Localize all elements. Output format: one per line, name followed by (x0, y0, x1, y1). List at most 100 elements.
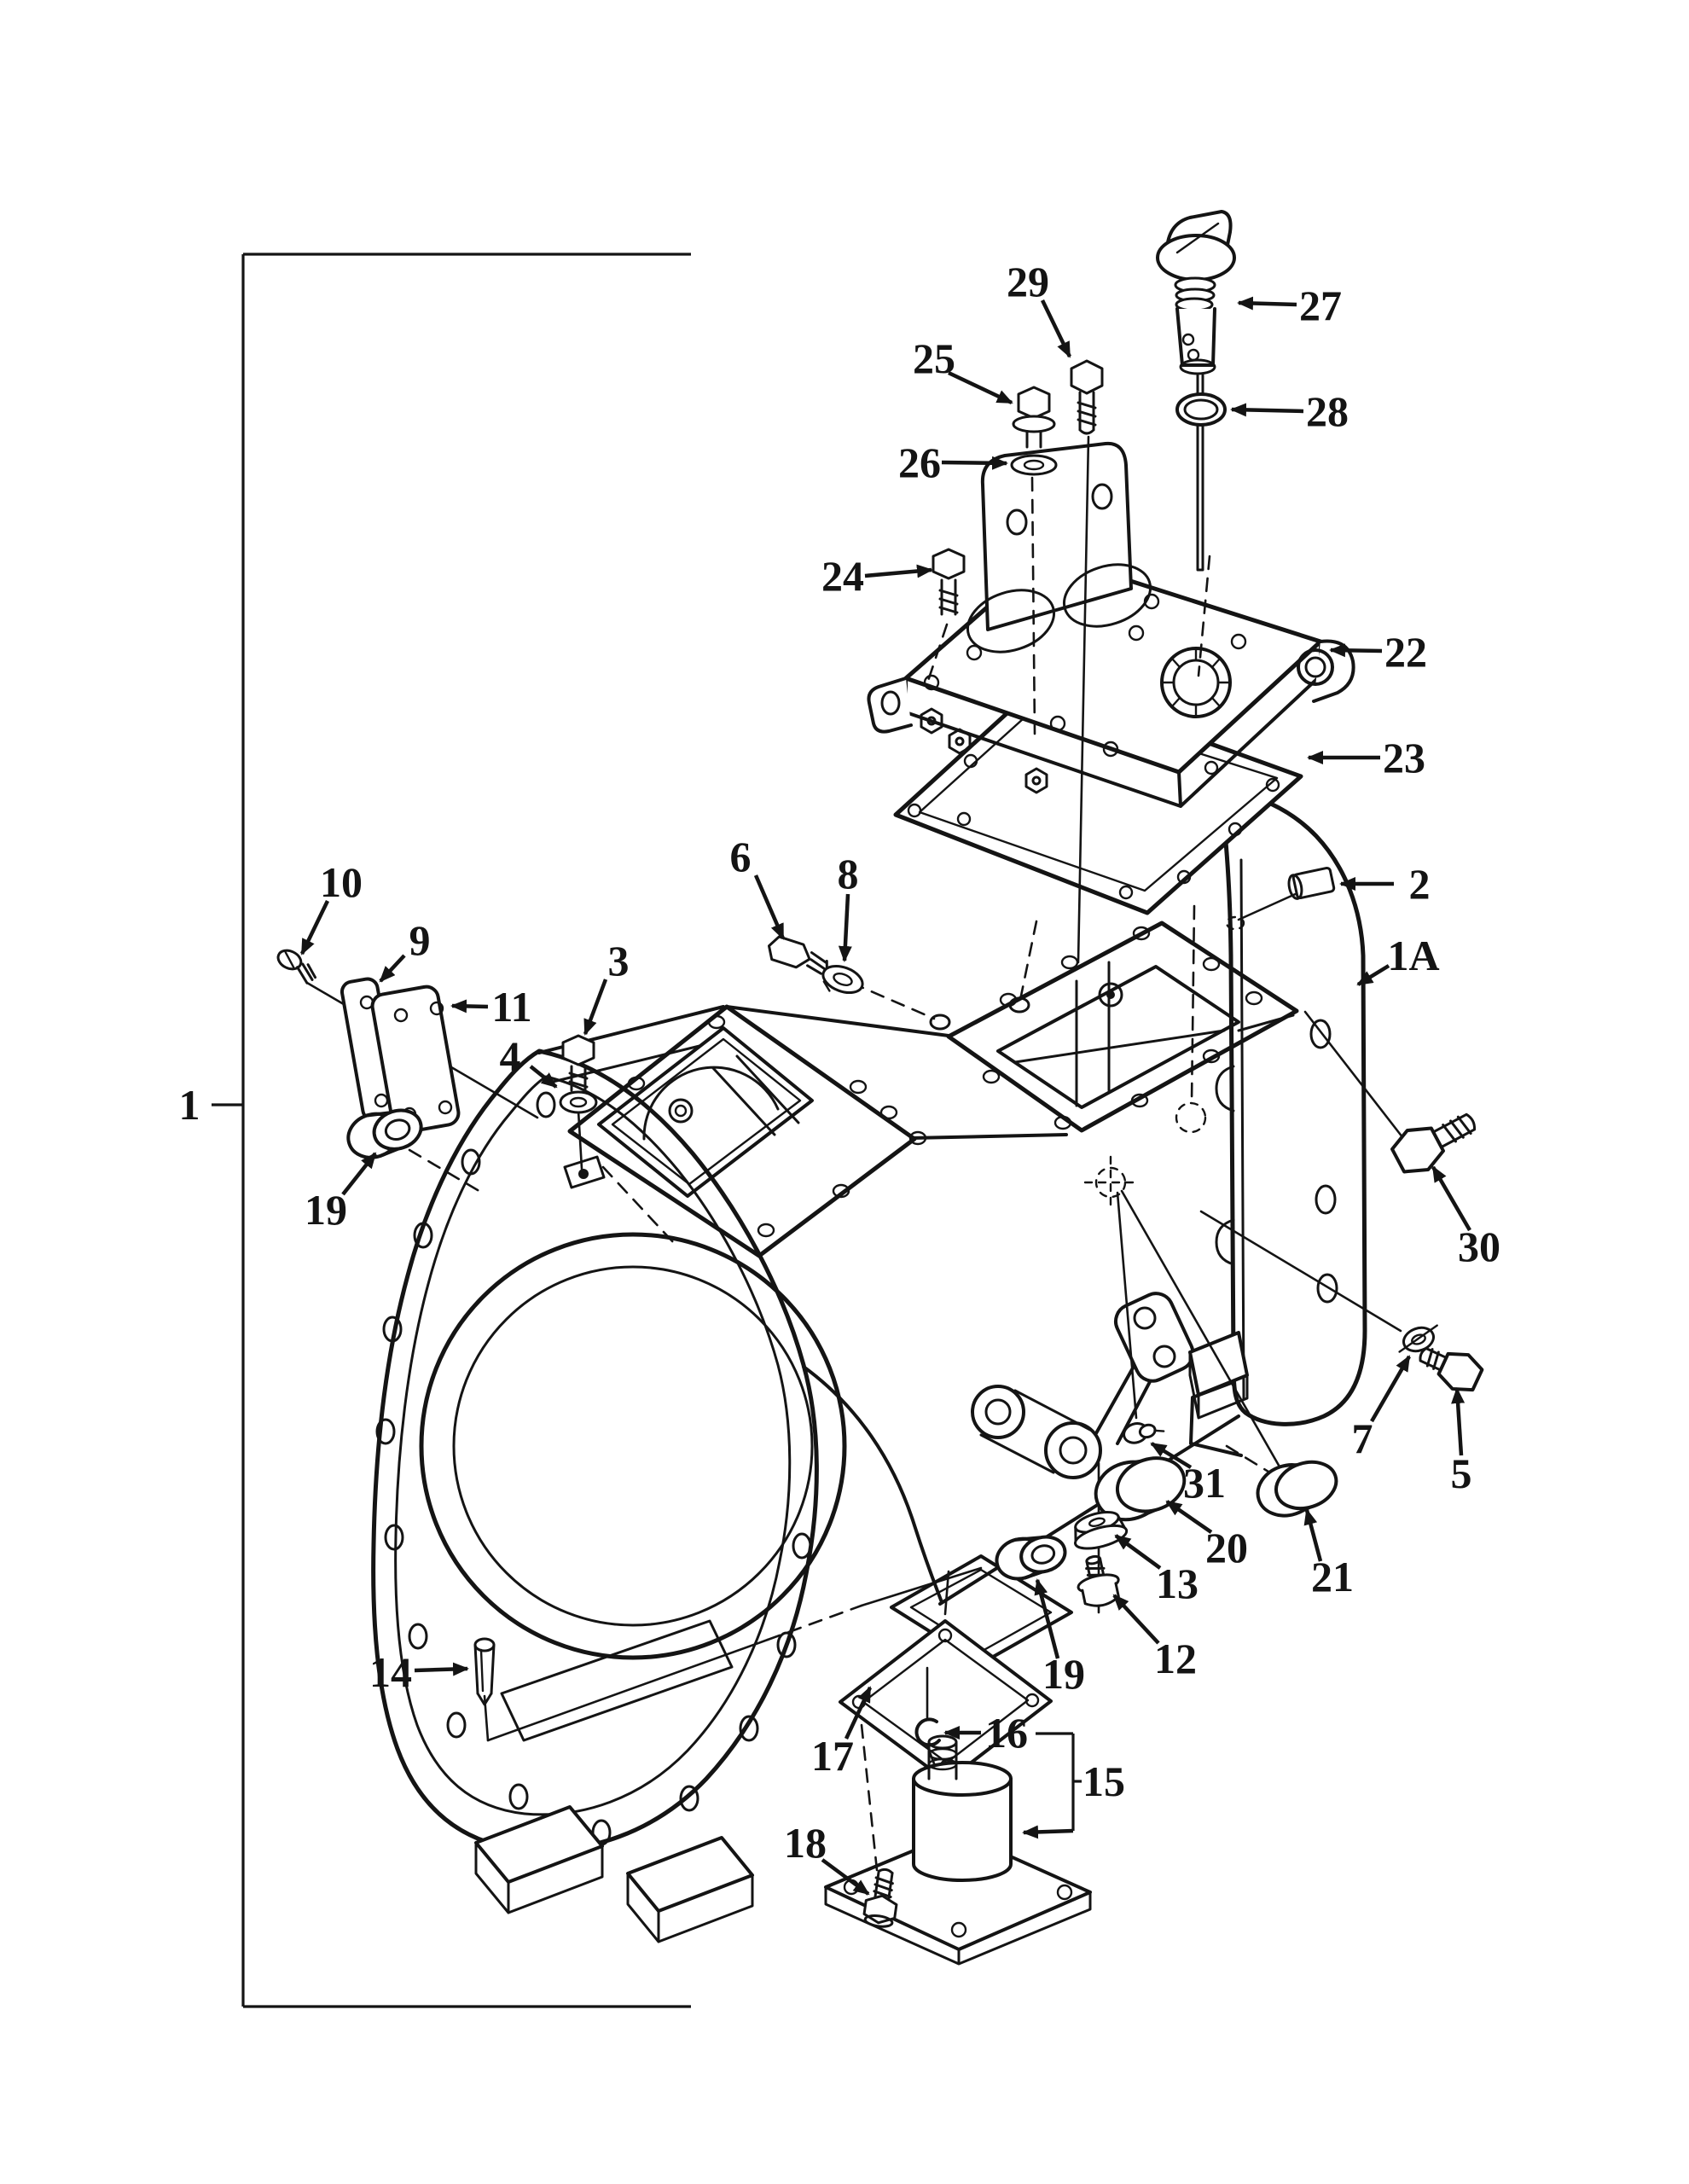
pin-2 (1287, 866, 1336, 900)
callout-6-plug: 6 (730, 833, 786, 940)
callout-12-drain-plug: 12 (1112, 1594, 1197, 1682)
callout-8-washer: 8 (838, 850, 859, 962)
callout-9-leader (379, 954, 406, 983)
bolt-3 (561, 1034, 595, 1092)
screw-31 (1123, 1422, 1165, 1444)
callout-14-leader (414, 1662, 469, 1676)
callout-10-leader (299, 900, 330, 956)
callout-label-29: 29 (1007, 258, 1049, 305)
callout-1A-leader (1356, 964, 1390, 986)
callout-17-gasket: 17 (811, 1686, 873, 1780)
rear-opening (946, 921, 1299, 1133)
callout-1-housing-assembly-bracket: 1 (179, 253, 691, 2008)
callout-9-cover-plate: 9 (379, 916, 431, 983)
callout-24-bolt: 24 (821, 552, 933, 600)
bolt-29 (1070, 359, 1104, 435)
callout-1A-case-end-flange: 1A (1356, 932, 1440, 986)
callout-25-plug: 25 (913, 334, 1013, 405)
callout-2-dowel-pin: 2 (1339, 860, 1431, 908)
callout-label-7: 7 (1352, 1414, 1373, 1462)
callout-26-washer: 26 (898, 439, 1008, 486)
callout-label-27: 27 (1299, 282, 1342, 329)
callout-label-13: 13 (1156, 1560, 1199, 1607)
case-front-details (563, 996, 1249, 1665)
callout-18-leader (821, 1858, 870, 1896)
callout-8-leader (838, 893, 852, 962)
callout-22-leader (1329, 643, 1383, 658)
bell-flange-holes (375, 1091, 812, 1846)
callout-label-31: 31 (1183, 1459, 1226, 1507)
bolt-24 (932, 548, 966, 616)
axis-lines (305, 435, 1408, 1872)
dipstick-27 (1156, 210, 1236, 572)
callout-7-leader (1370, 1355, 1411, 1423)
cover-nuts (920, 707, 1048, 794)
callout-label-18: 18 (784, 1819, 827, 1867)
plug-6 (767, 935, 828, 975)
callout-7-lock-washer: 7 (1352, 1355, 1411, 1462)
callout-5-leader (1451, 1387, 1466, 1456)
callout-14-dowel-pin: 14 (369, 1648, 469, 1696)
callout-11-leader (450, 999, 489, 1014)
callout-19-leader (1034, 1578, 1060, 1659)
pin-14 (473, 1637, 496, 1706)
callout-17-leader (844, 1686, 873, 1740)
callout-6-leader (753, 874, 786, 940)
callout-21-cup-plug: 21 (1303, 1508, 1354, 1600)
callout-label-15: 15 (1082, 1757, 1125, 1805)
callout-13-leader (1114, 1534, 1162, 1570)
callout-20-leader (1165, 1500, 1213, 1534)
bell-housing (371, 1048, 847, 1943)
callout-23-cover-gasket: 23 (1307, 734, 1425, 781)
callout-4-washer: 4 (500, 1032, 558, 1089)
callout-31-leader (1150, 1442, 1193, 1469)
callout-label-4: 4 (500, 1032, 521, 1080)
callout-label-16: 16 (985, 1709, 1028, 1757)
callout-25-leader (948, 370, 1013, 405)
callout-label-3: 3 (608, 937, 630, 985)
callout-30-leader (1431, 1165, 1471, 1232)
callout-27-leader (1237, 296, 1297, 311)
callout-19-bushing: 19 (1034, 1578, 1085, 1698)
callout-30-bolt: 30 (1431, 1165, 1500, 1270)
callout-4-leader (529, 1065, 558, 1089)
callout-29-leader (1040, 299, 1072, 358)
callouts: 11A2345678910111213141516171819192021222… (179, 253, 1500, 2008)
callout-19-bushing: 19 (305, 1152, 377, 1234)
callout-label-10: 10 (320, 858, 363, 906)
callout-3-leader (583, 979, 608, 1036)
snap-ring-16 (914, 1717, 941, 1747)
callout-label-14: 14 (369, 1648, 412, 1696)
callout-label-17: 17 (811, 1732, 854, 1780)
callout-13-grommet: 13 (1114, 1534, 1199, 1607)
front-opening (567, 1004, 927, 1258)
transmission-case (537, 787, 1367, 1665)
callout-label-19: 19 (1042, 1650, 1085, 1698)
callout-label-25: 25 (913, 334, 955, 382)
callout-12-leader (1112, 1594, 1160, 1645)
callout-11-cover-plate: 11 (450, 983, 532, 1031)
grommet-13 (1074, 1511, 1129, 1550)
plug-12 (1077, 1554, 1120, 1607)
callout-19-leader (341, 1152, 377, 1196)
end-flange (1189, 787, 1367, 1457)
callout-3-bolt: 3 (583, 937, 630, 1036)
callout-label-22: 22 (1384, 628, 1427, 676)
housing-artwork (276, 210, 1484, 1966)
callout-5-bolt: 5 (1451, 1387, 1472, 1497)
bolt-5 (1419, 1346, 1484, 1392)
callout-26-leader (941, 456, 1008, 470)
small-parts (276, 210, 1484, 1928)
bolt-30 (1390, 1112, 1477, 1174)
cup-plug-21 (1256, 1460, 1338, 1518)
callout-label-2: 2 (1409, 860, 1431, 908)
callout-28-leader (1230, 403, 1304, 417)
bushing-19-left (346, 1108, 423, 1159)
callout-label-11: 11 (491, 983, 531, 1031)
bolt-18 (862, 1867, 898, 1928)
washer-8 (821, 964, 864, 995)
callout-label-5: 5 (1451, 1449, 1472, 1497)
callout-29-bolt: 29 (1007, 258, 1072, 358)
